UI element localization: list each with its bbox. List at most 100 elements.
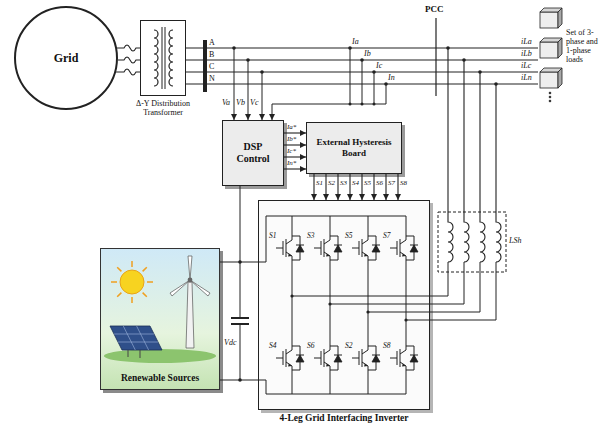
wire (337, 174, 338, 200)
inductor-label: LSh (509, 236, 521, 245)
load-icon (549, 96, 551, 98)
gate-signal: S7 (388, 179, 395, 188)
transformer-symbol (154, 30, 158, 86)
controller-box: DSP Control (222, 120, 284, 186)
load-icon (540, 42, 558, 58)
wire (373, 174, 374, 200)
transformer-symbol (140, 20, 186, 96)
hysteresis-box: External Hysteresis Board (306, 122, 402, 174)
gate-signal: S3 (340, 179, 347, 188)
wire (220, 379, 258, 380)
node-text: Δ-Y Distribution Transformer (123, 99, 203, 117)
wire (116, 69, 140, 75)
load-current: iLb (521, 49, 532, 58)
box-shadow (258, 200, 430, 410)
box-shadow (100, 120, 433, 413)
dc-voltage-label: Vdc (224, 338, 236, 347)
reference-signal: Ia* (287, 123, 296, 132)
wire (325, 174, 326, 200)
wire (385, 174, 386, 200)
junction-dot (232, 46, 498, 382)
transformer-symbol (162, 27, 165, 89)
current-signal: In (388, 73, 395, 82)
wire (186, 47, 538, 48)
node-text: DSP Control (227, 141, 279, 165)
igbt-switch (390, 342, 418, 374)
renewable-illustration (128, 350, 140, 358)
connector (186, 48, 538, 84)
filter-inductor (480, 72, 485, 262)
gate-signal: S5 (364, 179, 371, 188)
pcc-label: PCC (425, 5, 444, 14)
load-current: iLa (521, 37, 532, 46)
gate-signal: S8 (400, 179, 407, 188)
filter-inductor (438, 48, 506, 272)
voltage-sense-wire (262, 72, 263, 120)
load-icon (549, 92, 551, 94)
wire (186, 83, 538, 84)
box-shadow (100, 248, 220, 390)
renewable-illustration (120, 270, 144, 294)
connector (284, 133, 306, 169)
wire (361, 174, 362, 200)
filter-inductor (496, 84, 501, 262)
renewable-illustration (111, 261, 153, 303)
box-shadow (222, 120, 284, 186)
wire (118, 57, 140, 63)
voltage-sense-wire (248, 60, 249, 120)
transformer-box: Δ-Y Distribution Transformer (140, 20, 186, 96)
reference-signal: In* (287, 159, 296, 168)
switch-label: S3 (307, 231, 315, 240)
renewable-illustration (170, 256, 210, 296)
wire (220, 261, 258, 262)
igbt-switch (352, 232, 380, 264)
igbt-switch (276, 342, 304, 374)
voltage-signal: Vb (236, 98, 245, 107)
reference-signal: Ib* (287, 135, 296, 144)
switch-label: S4 (269, 341, 277, 350)
wire (186, 59, 538, 60)
wire (284, 168, 306, 169)
renewable-illustration (104, 256, 216, 363)
inverter-circuit (258, 216, 406, 394)
current-signal: Ic (376, 61, 382, 70)
inverter-circuit (258, 216, 496, 394)
wire (284, 144, 306, 145)
voltage-signal: Va (222, 98, 230, 107)
inverter-circuit (406, 262, 496, 320)
node-text: Renewable Sources (121, 373, 199, 383)
inverter-circuit (368, 262, 480, 312)
box-shadow (306, 122, 402, 174)
reference-signal: Ic* (287, 147, 296, 156)
wire (284, 132, 306, 133)
inverter-circuit (330, 262, 464, 304)
renewable-illustration (111, 261, 153, 303)
dc-link-capacitor (240, 262, 241, 380)
renewable-illustration (188, 278, 193, 283)
wire (313, 174, 314, 200)
load-icon (549, 100, 551, 102)
switch-label: S8 (383, 341, 391, 350)
connector (220, 262, 258, 380)
phase-label: C (209, 62, 214, 71)
renewable-box: Renewable Sources (100, 248, 220, 390)
dc-link-capacitor (240, 186, 241, 262)
igbt-switch (276, 232, 304, 264)
gate-signal: S6 (376, 179, 383, 188)
wire (284, 156, 306, 157)
switch-label: S6 (307, 341, 315, 350)
node-text: 4-Leg Grid Interfacing Inverter (259, 413, 429, 424)
igbt-switch (314, 232, 342, 264)
load-current: iLn (521, 73, 532, 82)
wire (186, 71, 538, 72)
current-sense-wire (272, 104, 386, 120)
connector (116, 45, 140, 75)
igbt-switch (276, 232, 418, 374)
load-icon (540, 12, 558, 28)
igbt-switch (314, 342, 342, 374)
load-icon (540, 8, 562, 102)
load-group: Set of 3-phase and 1-phase loads (538, 6, 606, 106)
wire (397, 174, 398, 200)
